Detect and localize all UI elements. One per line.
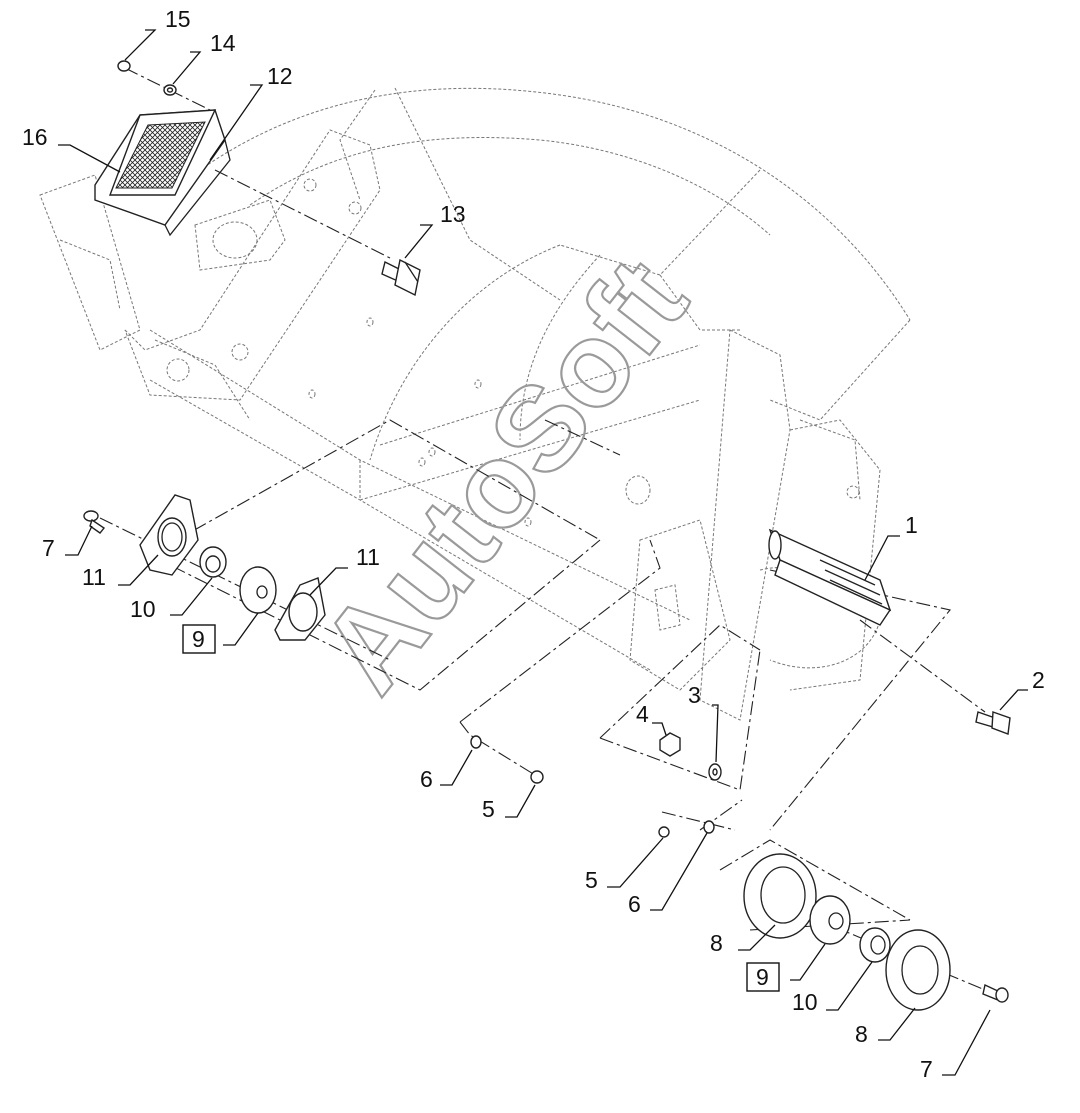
label-16: 16 — [22, 124, 48, 150]
label-4: 4 — [636, 701, 649, 727]
label-9-right: 9 — [756, 964, 769, 990]
part-11-flange-right — [274, 577, 326, 641]
label-11-left: 11 — [82, 564, 106, 590]
label-10-left: 10 — [130, 596, 156, 622]
label-10-right: 10 — [792, 989, 818, 1015]
callout-box-9-left — [182, 624, 216, 654]
part-5-nut-left — [530, 770, 544, 784]
label-2: 2 — [1032, 667, 1045, 693]
part-10-insert-left — [199, 546, 227, 578]
part-16-shield — [94, 109, 231, 237]
part-8-flange-plate-b — [885, 929, 951, 1011]
label-8-upper: 8 — [710, 930, 723, 956]
label-5-left: 5 — [482, 796, 495, 822]
label-6-left: 6 — [420, 766, 433, 792]
part-8-flange-plate-a — [743, 853, 817, 939]
part-7-screw-left — [83, 510, 106, 534]
label-7-right: 7 — [920, 1056, 933, 1082]
callout-box-9-right — [746, 962, 780, 992]
label-3: 3 — [688, 682, 701, 708]
label-6-right: 6 — [628, 891, 641, 917]
part-6-washer-left — [470, 735, 482, 749]
part-9-bearing-right — [809, 895, 851, 945]
part-15-bolt — [117, 60, 131, 72]
part-5-nut-right — [658, 826, 670, 838]
label-12: 12 — [267, 63, 293, 89]
part-1-shaft — [768, 528, 892, 626]
label-1: 1 — [905, 512, 918, 538]
housing-outline — [39, 87, 911, 721]
label-9-left: 9 — [192, 626, 205, 652]
part-10-insert-right — [859, 927, 891, 963]
label-15: 15 — [165, 6, 191, 32]
label-14: 14 — [210, 30, 236, 56]
part-4-nut — [659, 732, 681, 757]
part-11-flange-left — [139, 494, 199, 576]
part-9-bearing-left — [239, 566, 277, 614]
part-13-bolt — [381, 258, 421, 297]
part-3-washer — [708, 763, 722, 781]
part-6-washer-right — [703, 820, 715, 834]
part-2-bolt — [975, 711, 1011, 735]
part-14-washer — [163, 84, 177, 96]
label-11-right: 11 — [356, 544, 380, 570]
label-13: 13 — [440, 201, 466, 227]
label-8-lower: 8 — [855, 1021, 868, 1047]
label-7-left: 7 — [42, 535, 55, 561]
part-7-screw-right — [982, 983, 1009, 1003]
leader-lines — [58, 29, 1028, 1076]
part-labels: 15 14 12 16 13 7 11 10 9 11 1 2 3 4 6 5 … — [22, 6, 1045, 1082]
label-5-right: 5 — [585, 867, 598, 893]
